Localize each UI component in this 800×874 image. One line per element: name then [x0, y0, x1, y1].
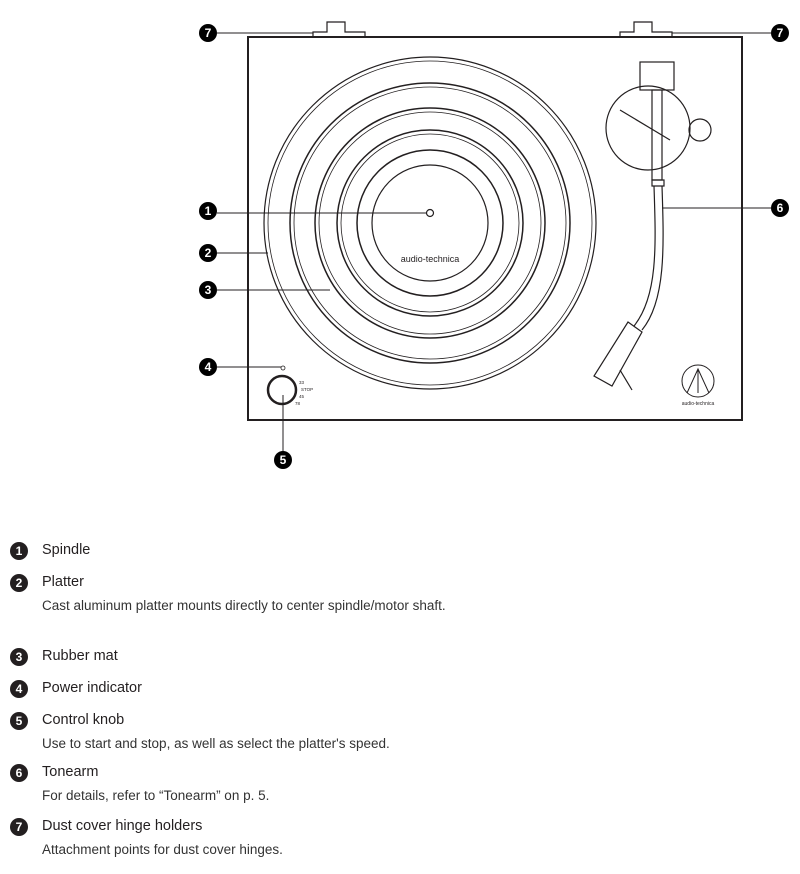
item-number: 4	[10, 680, 28, 698]
knob-label-stop: STOP	[301, 387, 313, 392]
item-description: For details, refer to “Tonearm” on p. 5.	[42, 788, 270, 803]
svg-text:7: 7	[777, 26, 784, 40]
callout-6: 6	[771, 199, 789, 217]
knob-label-45: 45	[299, 394, 305, 399]
control-knob[interactable]	[266, 374, 298, 406]
item-number: 6	[10, 764, 28, 782]
svg-text:1: 1	[205, 204, 212, 218]
item-number: 2	[10, 574, 28, 592]
logo-text: audio-technica	[682, 401, 715, 407]
spindle	[425, 208, 435, 218]
hinge-holder-left	[312, 21, 366, 38]
callout-3: 3	[199, 281, 217, 299]
power-indicator	[280, 365, 286, 371]
platter	[263, 56, 597, 390]
turntable-diagram: audio-technica audio-technica 33 STOP 45…	[199, 21, 789, 469]
item-title: Spindle	[42, 542, 91, 558]
item-title: Control knob	[42, 712, 125, 728]
callout-4: 4	[199, 358, 217, 376]
callout-7-left: 7	[199, 24, 217, 42]
item-title: Power indicator	[42, 680, 142, 696]
item-description: Cast aluminum platter mounts directly to…	[42, 598, 446, 613]
item-title: Platter	[42, 574, 84, 590]
brand-label: audio-technica	[401, 254, 460, 264]
callout-2: 2	[199, 244, 217, 262]
item-number: 1	[10, 542, 28, 560]
record-label	[371, 164, 489, 282]
svg-text:7: 7	[205, 26, 212, 40]
item-title: Dust cover hinge holders	[42, 818, 203, 834]
item-number: 3	[10, 648, 28, 666]
tonearm	[593, 61, 712, 391]
callout-5: 5	[274, 451, 292, 469]
svg-text:5: 5	[280, 453, 287, 467]
knob-label-78: 78	[295, 401, 301, 406]
item-description: Attachment points for dust cover hinges.	[42, 842, 283, 857]
svg-text:2: 2	[205, 246, 212, 260]
svg-text:3: 3	[205, 283, 212, 297]
callout-7-right: 7	[771, 24, 789, 42]
audio-technica-logo-icon	[681, 364, 715, 398]
hinge-holder-right	[619, 21, 673, 38]
plinth	[247, 36, 743, 421]
item-number: 5	[10, 712, 28, 730]
item-title: Tonearm	[42, 764, 99, 780]
svg-text:4: 4	[205, 360, 212, 374]
item-description: Use to start and stop, as well as select…	[42, 736, 390, 751]
callout-1: 1	[199, 202, 217, 220]
item-number: 7	[10, 818, 28, 836]
svg-text:6: 6	[777, 201, 784, 215]
knob-label-33: 33	[299, 380, 305, 385]
item-title: Rubber mat	[42, 648, 118, 664]
